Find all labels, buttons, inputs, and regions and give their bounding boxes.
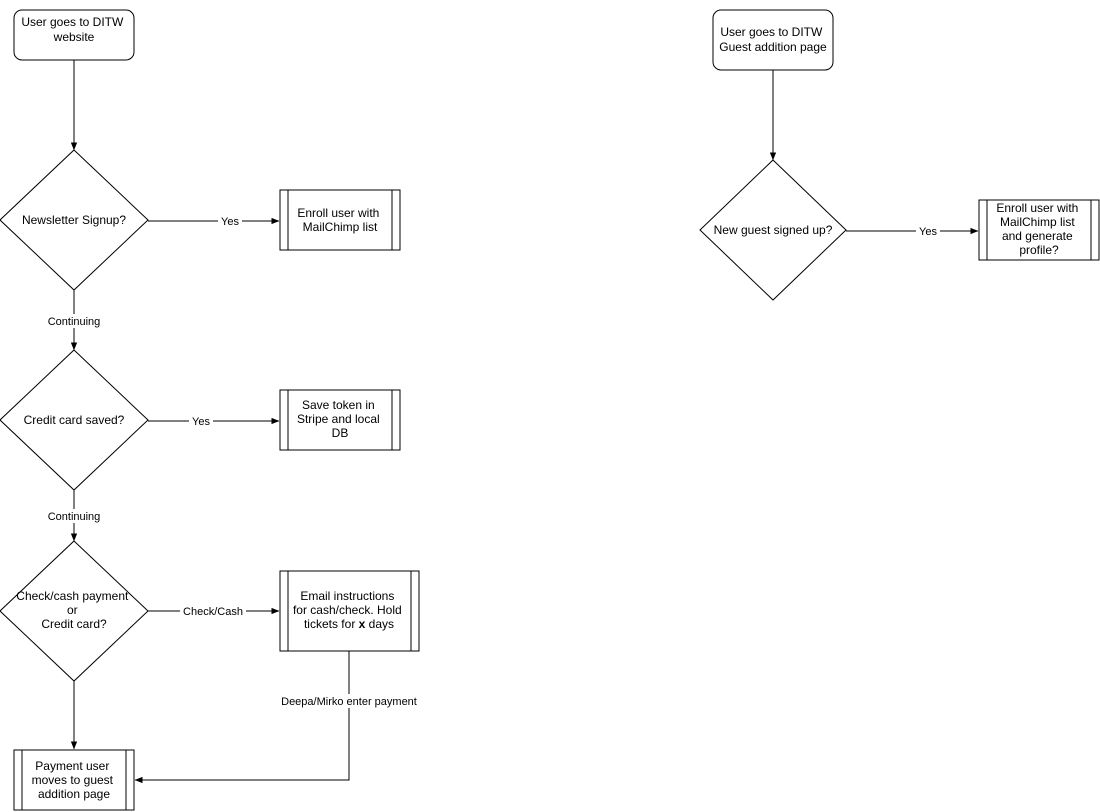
node-text-line: DB	[332, 426, 349, 440]
node-text-line: Newsletter Signup?	[22, 213, 126, 227]
node-text-line: Credit card saved?	[24, 413, 125, 427]
edge-label-credit-continuing: Continuing	[45, 509, 103, 523]
process-save-token[interactable]: Save token in Stripe and local DB	[279, 389, 401, 451]
node-text-line-with-bold: tickets for x days	[304, 617, 394, 631]
node-text-line: Save token in	[302, 398, 375, 412]
node-start-website[interactable]: User goes to DITW website	[13, 9, 135, 61]
svg-text:Enroll user with MailChi: Enroll user with MailChimp list and gene…	[996, 201, 1081, 257]
svg-text:User goes to DITW Guest: User goes to DITW Guest addition page	[719, 25, 827, 54]
svg-text:Newsletter Signup?: Newsletter Signup?	[22, 213, 126, 227]
svg-text:User goes to DITW websit: User goes to DITW website	[21, 15, 126, 44]
node-text-line: website	[53, 30, 95, 44]
decision-payment-method[interactable]: Check/cash payment or Credit card?	[0, 540, 149, 682]
edge-label-text: Continuing	[48, 316, 101, 328]
edge-label-text: Deepa/Mirko enter payment	[281, 696, 417, 708]
node-text-line: Email instructions	[300, 589, 394, 603]
edge-label-guest-yes: Yes	[916, 224, 940, 238]
process-email-instructions[interactable]: Email instructions for cash/check. Hold …	[279, 570, 420, 652]
edge-email-to-guest-page	[134, 651, 350, 784]
edge-label-check-cash: Check/Cash	[180, 604, 246, 618]
svg-text:Payment user moves to gu: Payment user moves to guest addition pag…	[32, 759, 117, 801]
edge-label-text: Yes	[919, 226, 937, 238]
edge-label-credit-yes: Yes	[189, 414, 213, 428]
edge-labels: Yes Continuing Yes Continuing Check/Cash…	[45, 214, 940, 708]
node-text-line: and generate	[1002, 229, 1073, 243]
process-enroll-mailchimp[interactable]: Enroll user with MailChimp list	[279, 189, 401, 251]
node-text-line: Stripe and local	[297, 412, 380, 426]
node-text-line: Enroll user with	[297, 206, 379, 220]
node-text-line: for cash/check. Hold	[293, 603, 402, 617]
node-text-line: New guest signed up?	[714, 223, 833, 237]
svg-text:Credit card saved?: Credit card saved?	[24, 413, 125, 427]
node-text-line: MailChimp list	[303, 220, 378, 234]
process-enroll-mailchimp-profile[interactable]: Enroll user with MailChimp list and gene…	[978, 199, 1100, 261]
edge-label-deepa-mirko: Deepa/Mirko enter payment	[275, 694, 423, 708]
node-text-line: Guest addition page	[719, 40, 827, 54]
edges-right-flow	[769, 70, 979, 235]
edge-label-newsletter-yes: Yes	[218, 214, 242, 228]
node-start-guest-page[interactable]: User goes to DITW Guest addition page	[712, 9, 834, 71]
node-text-bold-variable: x	[359, 617, 366, 631]
svg-text:Enroll user with MailChi: Enroll user with MailChimp list	[297, 206, 382, 234]
node-text-line: Credit card?	[41, 617, 107, 631]
svg-text:Check/cash payment or: Check/cash payment or Credit card?	[16, 589, 131, 631]
node-text-fragment: tickets for	[304, 617, 359, 631]
edge-label-text: Yes	[192, 416, 210, 428]
edge-label-newsletter-continuing: Continuing	[45, 314, 103, 328]
svg-text:Save token in Stripe and: Save token in Stripe and local DB	[297, 398, 383, 440]
decision-new-guest-signed-up[interactable]: New guest signed up?	[699, 159, 847, 301]
edge-label-text: Yes	[221, 216, 239, 228]
node-text-line: moves to guest	[32, 773, 114, 787]
node-text-line: Payment user	[35, 759, 109, 773]
node-text-line: User goes to DITW	[720, 25, 823, 39]
edge-label-text: Check/Cash	[183, 606, 243, 618]
node-text-line: addition page	[38, 787, 110, 801]
edge-label-text: Continuing	[48, 511, 101, 523]
node-text-line: MailChimp list	[1000, 215, 1075, 229]
node-text-line: Check/cash payment	[16, 589, 129, 603]
decision-credit-card-saved[interactable]: Credit card saved?	[0, 349, 149, 491]
node-text-line: User goes to DITW	[21, 15, 124, 29]
node-text-line: Enroll user with	[996, 201, 1078, 215]
decision-newsletter-signup[interactable]: Newsletter Signup?	[0, 149, 149, 291]
svg-text:New guest signed up?: New guest signed up?	[714, 223, 833, 237]
process-guest-addition-page[interactable]: Payment user moves to guest addition pag…	[13, 749, 135, 811]
node-text-fragment: days	[365, 617, 394, 631]
node-text-line: profile?	[1019, 243, 1059, 257]
svg-text:Email instructions for c: Email instructions for cash/check. Hold …	[293, 589, 405, 631]
node-text-line: or	[67, 603, 78, 617]
